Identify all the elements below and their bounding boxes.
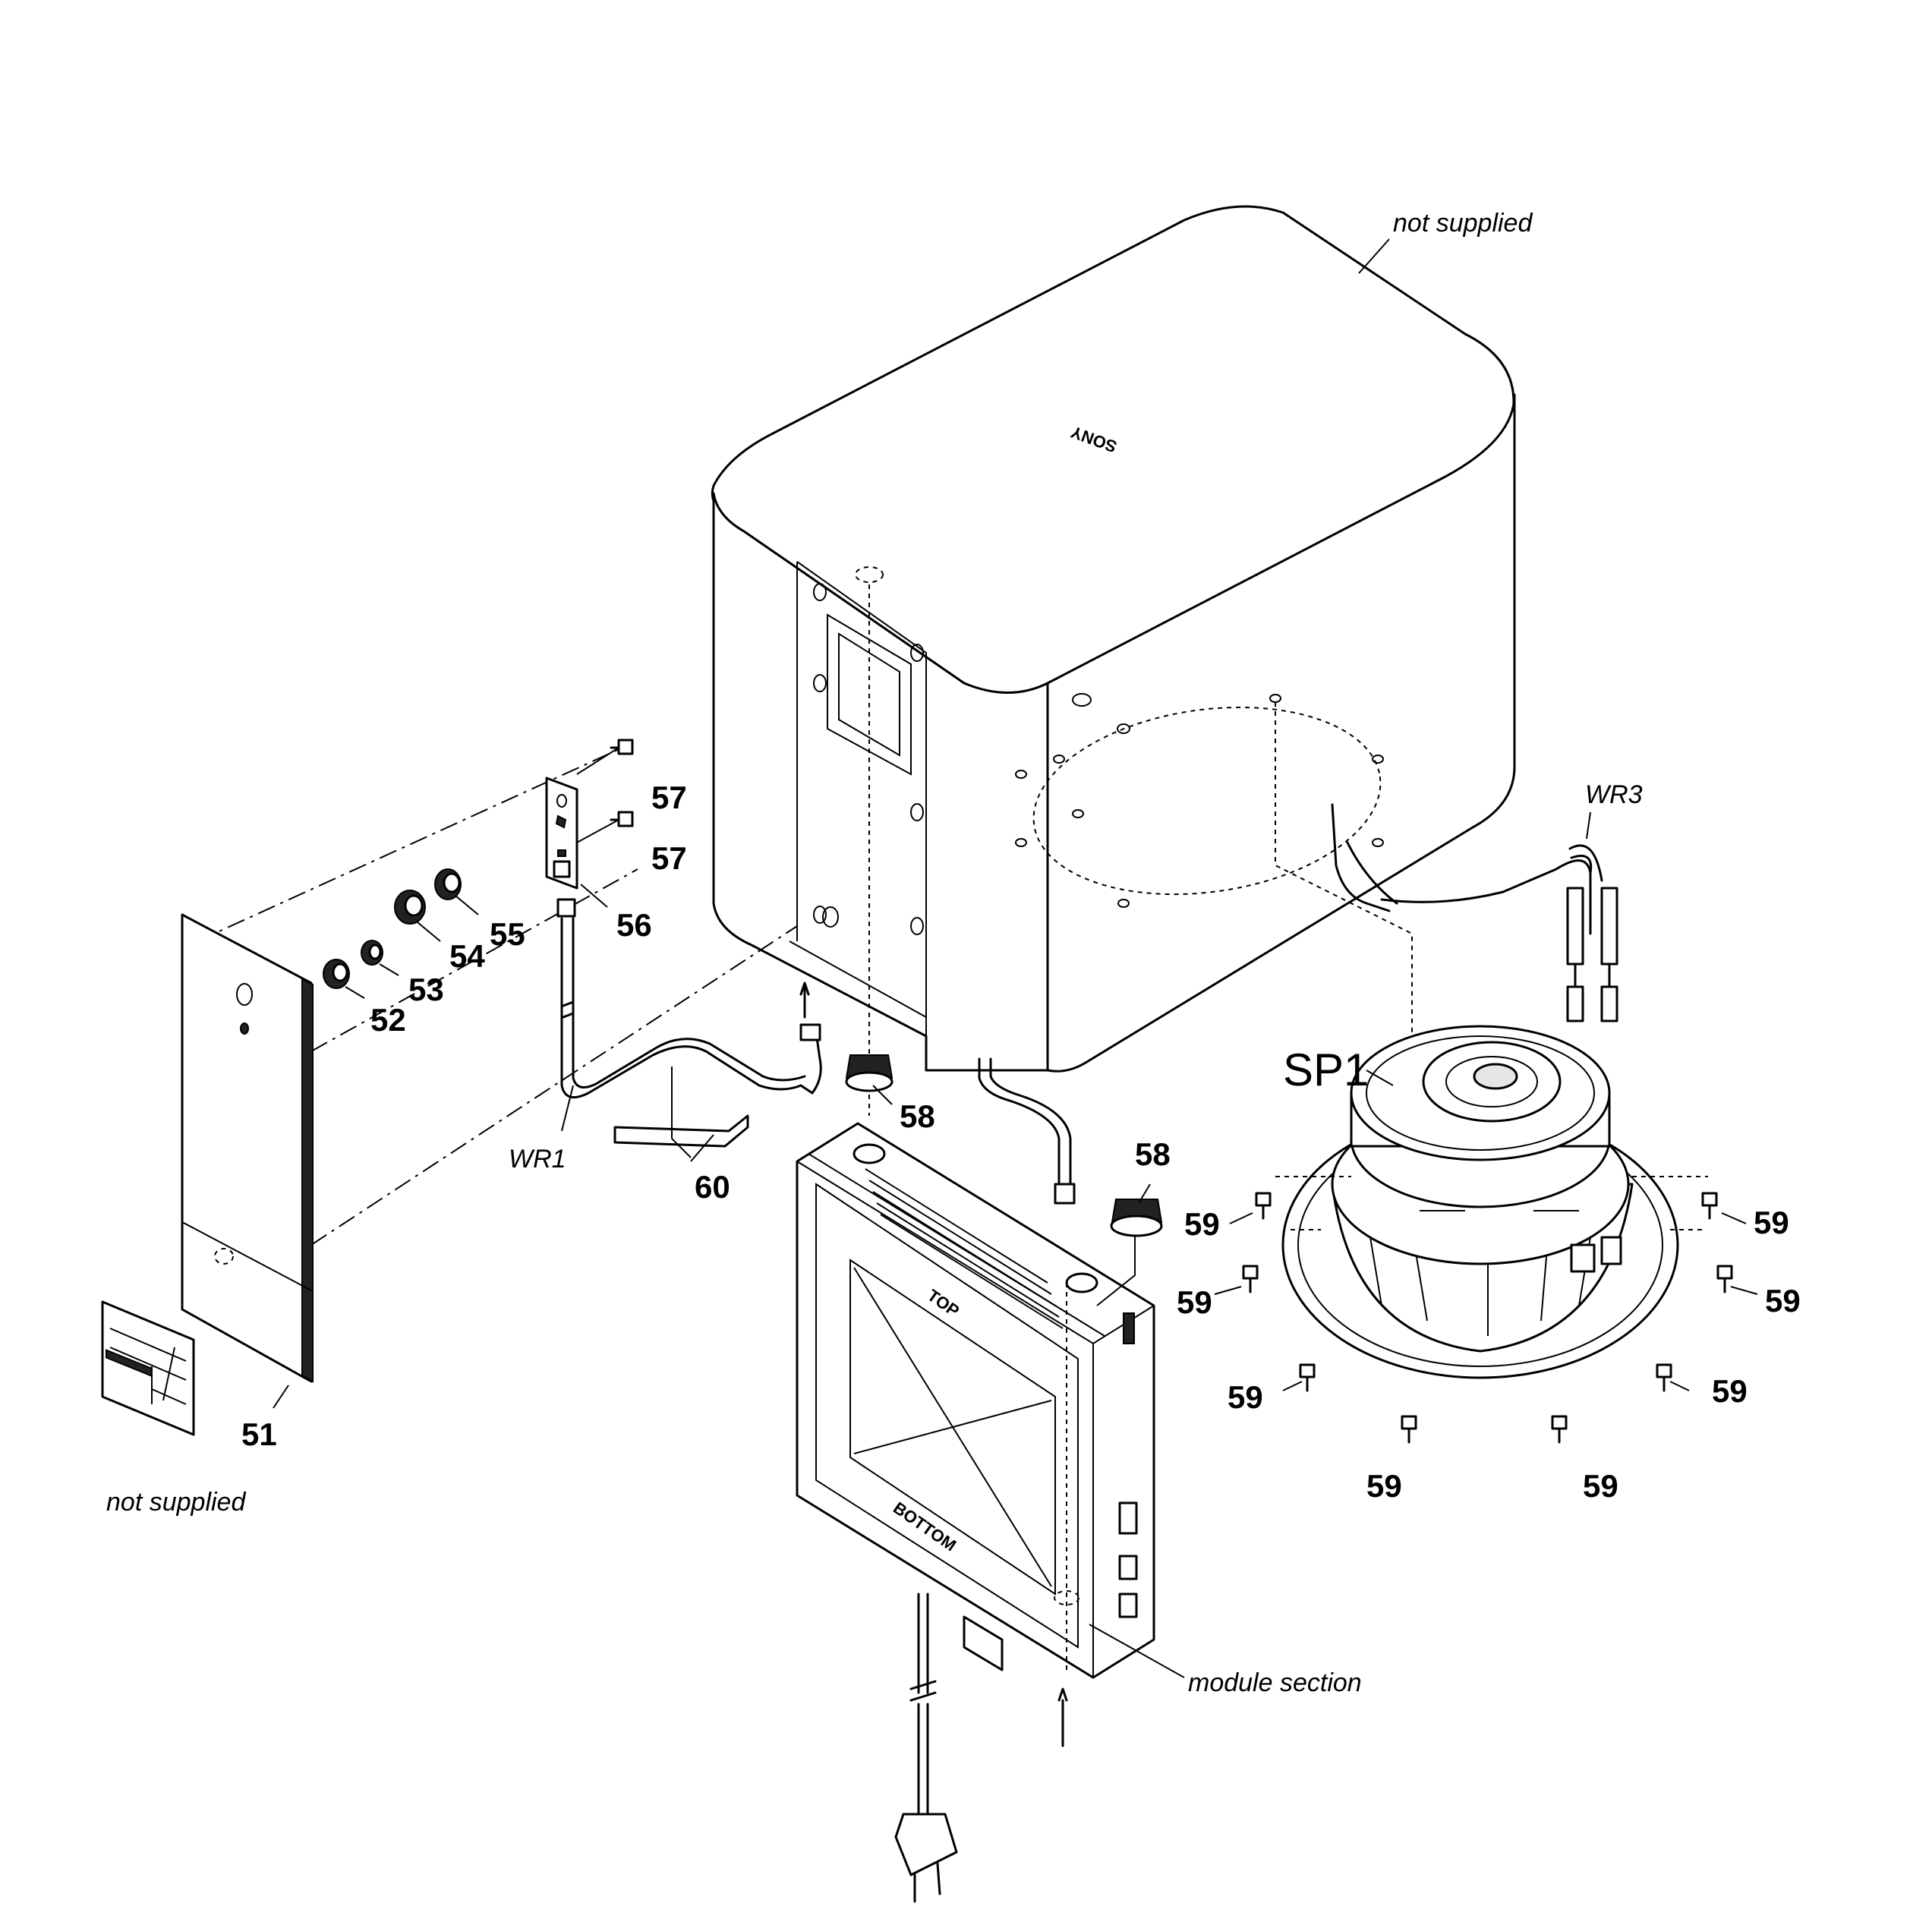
part-number-59-b: 59 xyxy=(1754,1205,1789,1240)
label-module-section: module section xyxy=(1188,1668,1362,1697)
part-number-54: 54 xyxy=(449,938,485,974)
screw xyxy=(1701,1192,1718,1220)
label-not-supplied-cabinet: not supplied xyxy=(1393,209,1533,238)
speaker-cabinet: SONY xyxy=(711,205,1516,1073)
screw xyxy=(1401,1415,1417,1444)
grommet-58-a xyxy=(845,1054,894,1092)
wire-wr1 xyxy=(556,898,822,1099)
part-number-52: 52 xyxy=(370,1002,406,1038)
label-plate xyxy=(101,1300,195,1436)
label-sp1: SP1 xyxy=(1283,1044,1369,1095)
part-number-58-a: 58 xyxy=(900,1098,935,1134)
screw xyxy=(1299,1363,1316,1392)
part-60 xyxy=(613,1066,749,1158)
part-number-59-g: 59 xyxy=(1366,1468,1402,1504)
speaker-sp1 xyxy=(1281,1025,1679,1379)
pcb-56 xyxy=(545,777,578,890)
rear-panel-51 xyxy=(181,913,314,1383)
knobs xyxy=(323,868,462,989)
part-number-60: 60 xyxy=(695,1169,730,1205)
knob-53 xyxy=(361,940,383,966)
screw xyxy=(1242,1265,1259,1293)
part-number-59-c: 59 xyxy=(1177,1284,1212,1320)
screw xyxy=(1255,1192,1272,1220)
internal-cable xyxy=(978,1057,1076,1205)
screw xyxy=(1551,1415,1568,1444)
knob-55 xyxy=(434,868,462,900)
knob-54 xyxy=(394,890,426,925)
part-number-51: 51 xyxy=(241,1416,277,1452)
amplifier-module: TOP BOTTOM xyxy=(796,1122,1155,1679)
screw-57-b xyxy=(576,811,634,843)
part-number-59-d: 59 xyxy=(1765,1283,1801,1319)
part-number-59-h: 59 xyxy=(1583,1468,1618,1504)
knob-52 xyxy=(323,959,350,989)
part-number-59-a: 59 xyxy=(1184,1206,1220,1242)
screw xyxy=(1656,1363,1672,1392)
screw xyxy=(1716,1265,1733,1293)
ac-power-cord xyxy=(894,1593,958,1903)
screws-59 xyxy=(1214,1192,1758,1444)
part-number-57-b: 57 xyxy=(651,840,687,876)
wire-wr3 xyxy=(1380,844,1618,1022)
grommet-58-b xyxy=(1110,1199,1163,1237)
part-number-58-b: 58 xyxy=(1135,1136,1171,1172)
part-number-53: 53 xyxy=(408,972,444,1007)
screw-57-a xyxy=(576,739,634,775)
label-wr3: WR3 xyxy=(1585,780,1643,809)
label-not-supplied-plate: not supplied xyxy=(106,1488,246,1517)
part-number-55: 55 xyxy=(490,916,525,952)
part-number-57-a: 57 xyxy=(651,780,687,815)
part-number-56: 56 xyxy=(616,907,652,943)
part-number-59-e: 59 xyxy=(1228,1379,1263,1415)
label-wr1: WR1 xyxy=(509,1145,566,1174)
part-number-59-f: 59 xyxy=(1712,1373,1748,1409)
